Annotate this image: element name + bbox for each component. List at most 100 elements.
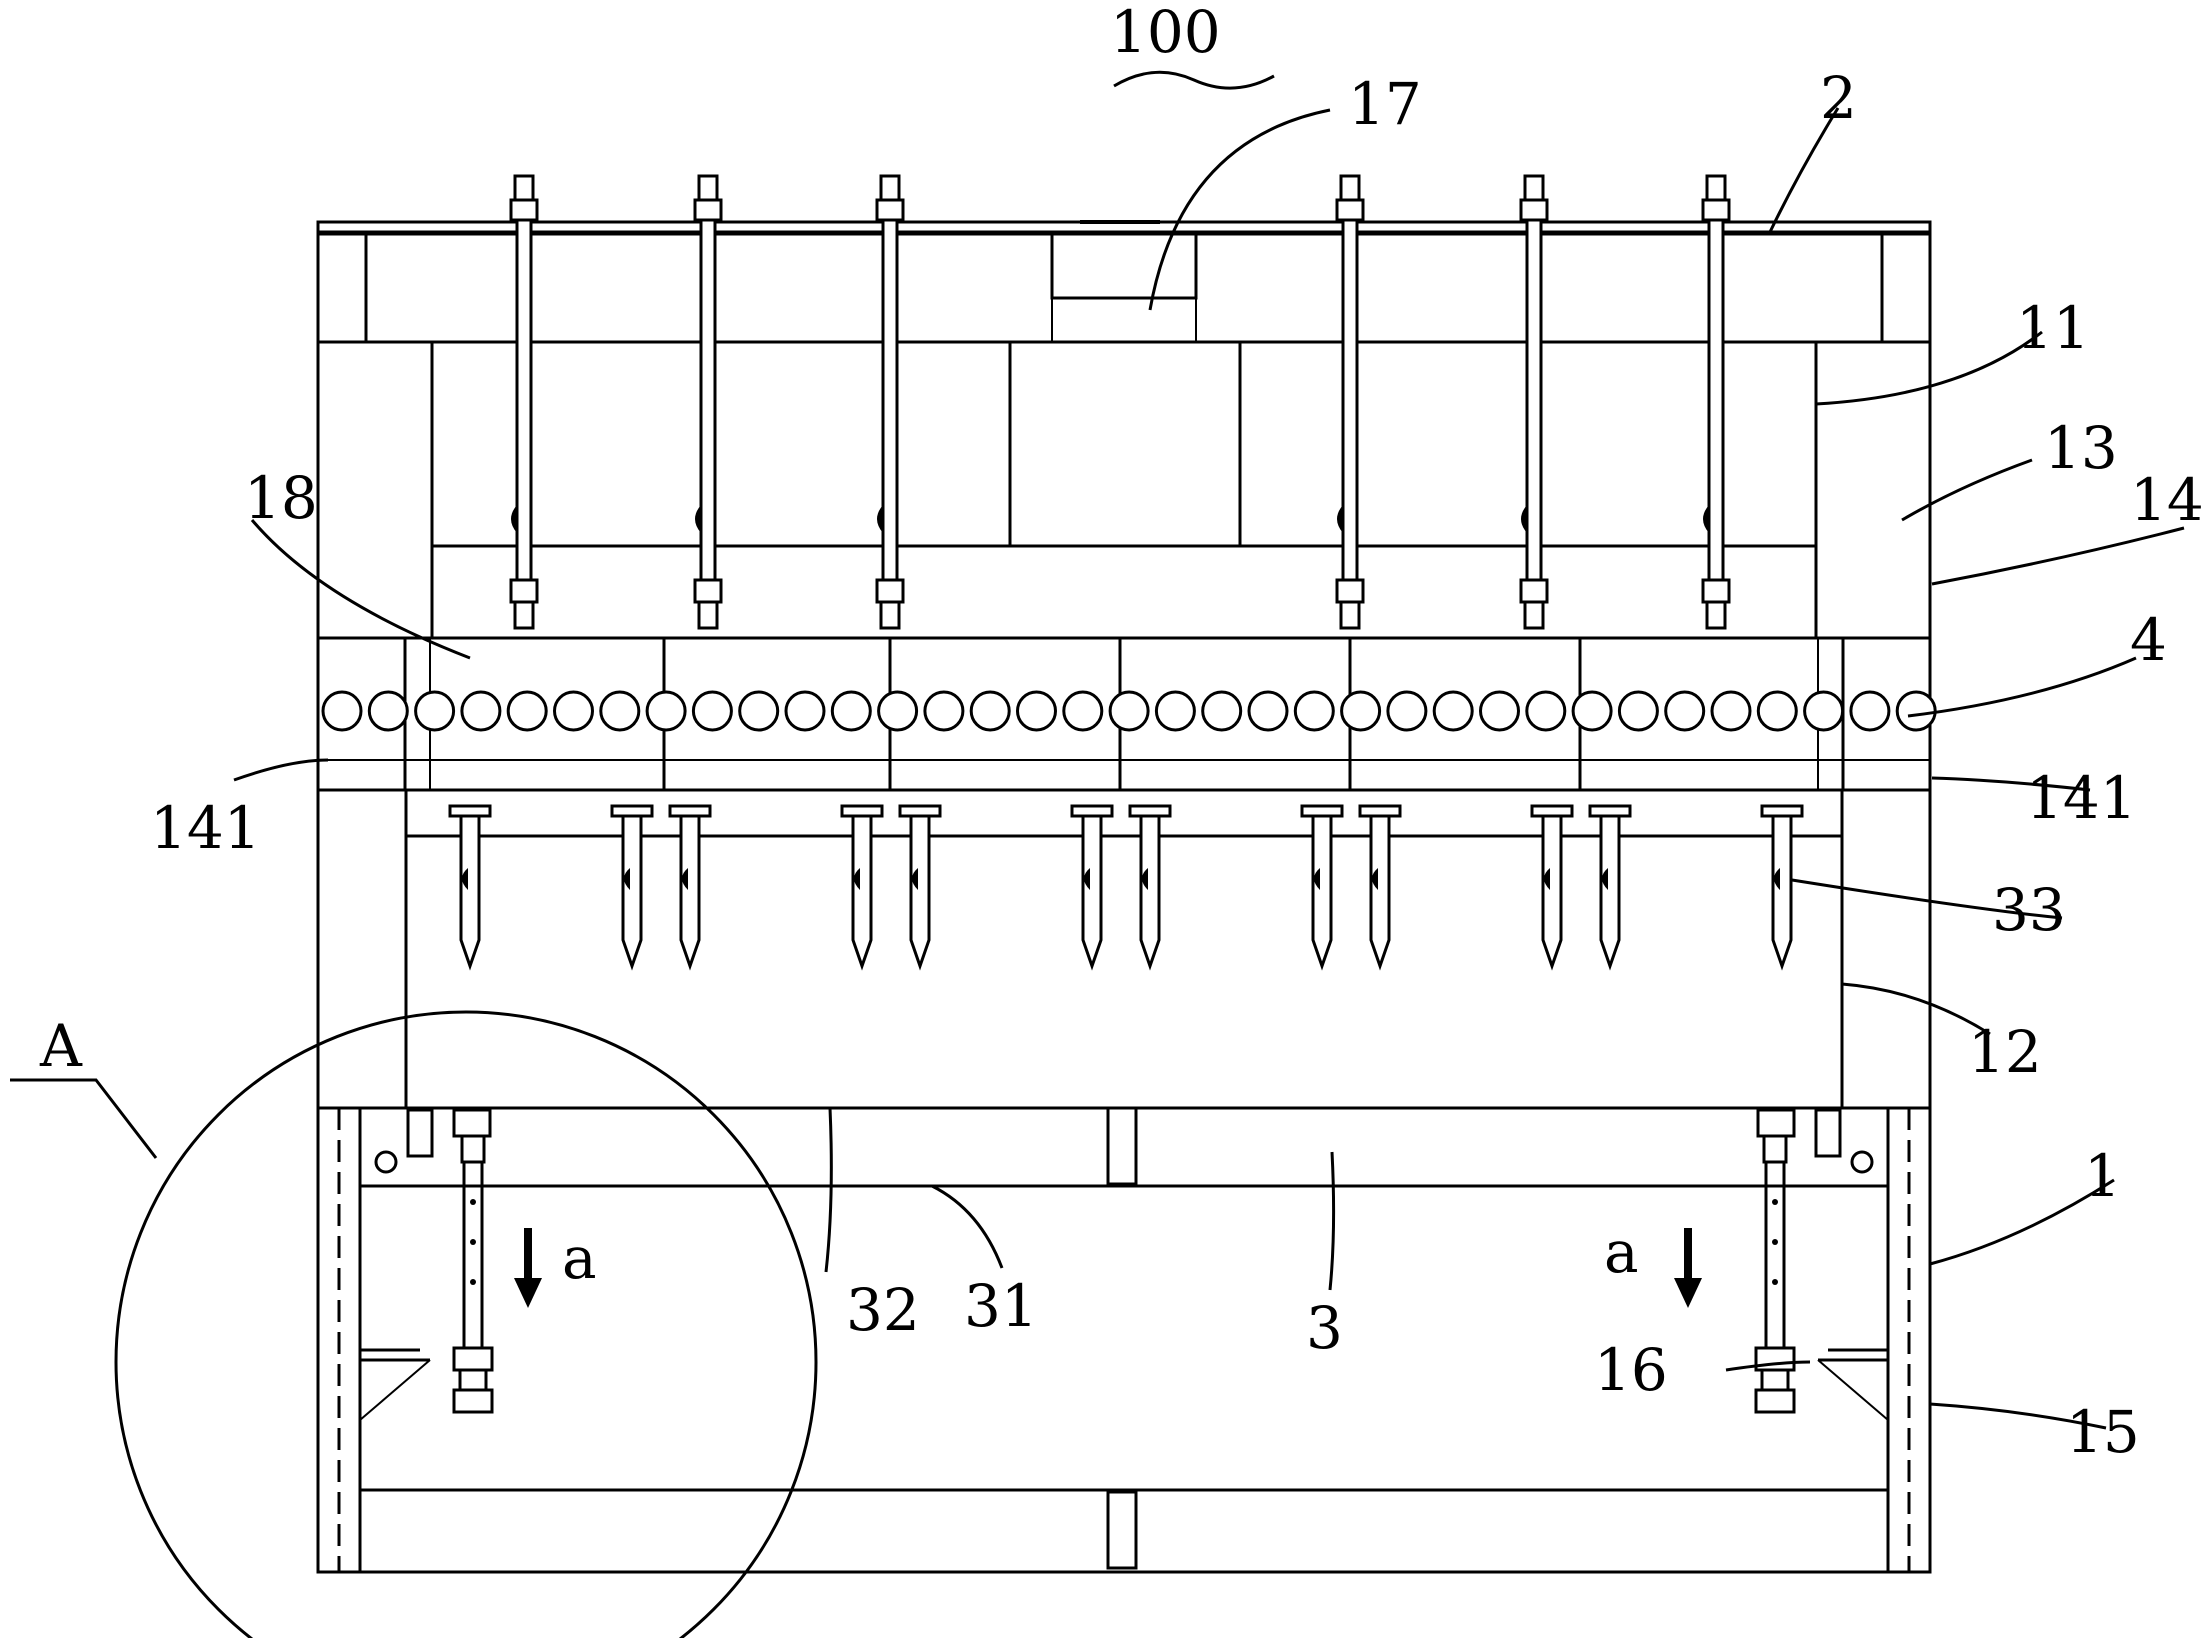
label-141-left: 141 — [150, 794, 261, 862]
label-14: 14 — [2130, 466, 2204, 534]
heating-rod — [1519, 174, 1549, 630]
roller — [1247, 690, 1289, 732]
roller — [1108, 690, 1150, 732]
hanging-pin — [1358, 804, 1402, 971]
roller — [1340, 690, 1382, 732]
roller — [1201, 690, 1243, 732]
roller — [1525, 690, 1567, 732]
hanging-pin — [1300, 804, 1344, 971]
hanging-pin — [448, 804, 492, 971]
roller — [1293, 690, 1335, 732]
roller — [553, 690, 594, 732]
detail-circle-A — [114, 1010, 818, 1638]
arrow-right — [1674, 1228, 1702, 1308]
hanging-pin — [898, 804, 942, 971]
arrow-left — [514, 1228, 542, 1308]
hanging-pin — [1128, 804, 1172, 971]
side-block-left — [316, 340, 434, 640]
rollers — [321, 690, 1937, 732]
upper-insulation — [430, 340, 1818, 548]
lower-body — [316, 788, 1932, 1110]
roller — [877, 690, 919, 732]
roller — [506, 690, 548, 732]
roller — [1479, 690, 1520, 732]
label-16: 16 — [1594, 1336, 1668, 1404]
label-4: 4 — [2130, 606, 2167, 674]
label-141-right: 141 — [2026, 764, 2137, 832]
label-a-right: a — [1604, 1218, 1639, 1286]
label-assembly: 100 — [1110, 0, 1221, 66]
upper-rods — [509, 174, 1731, 630]
hanging-pin — [840, 804, 884, 971]
heating-rod — [875, 174, 905, 630]
roller — [830, 690, 872, 732]
roller — [923, 690, 965, 732]
label-31: 31 — [964, 1272, 1038, 1340]
jack-right — [1754, 1108, 1874, 1414]
callout-labels: 100 17 2 11 13 14 18 4 141 141 33 12 A 1… — [39, 0, 2204, 1466]
roller — [1710, 690, 1752, 732]
roller-zone — [316, 636, 1937, 792]
label-11: 11 — [2016, 294, 2090, 362]
label-17: 17 — [1348, 70, 1422, 138]
label-13: 13 — [2044, 414, 2118, 482]
label-32: 32 — [846, 1276, 920, 1344]
roller — [1756, 690, 1798, 732]
roller — [599, 690, 641, 732]
roller — [969, 690, 1011, 732]
base-frame — [316, 1106, 1932, 1574]
roller — [1016, 690, 1057, 732]
roller — [1803, 690, 1845, 732]
roller — [460, 690, 502, 732]
label-12: 12 — [1968, 1018, 2042, 1086]
hanging-pin — [1760, 804, 1804, 971]
label-a-left: a — [562, 1224, 597, 1292]
roller — [1664, 690, 1706, 732]
roller — [1895, 690, 1937, 732]
heating-rod — [1335, 174, 1365, 630]
heating-rod — [1701, 174, 1731, 630]
roller — [367, 690, 409, 732]
label-18: 18 — [244, 464, 318, 532]
roller — [414, 690, 456, 732]
lower-pins — [448, 804, 1804, 971]
roller — [738, 690, 780, 732]
label-15: 15 — [2066, 1398, 2140, 1466]
roller — [691, 690, 733, 732]
label-1: 1 — [2084, 1142, 2121, 1210]
hearth-plate — [404, 788, 1844, 838]
roller — [1617, 690, 1659, 732]
label-A: A — [39, 1012, 83, 1080]
heating-rod — [693, 174, 723, 630]
heating-rod — [509, 174, 539, 630]
jack-left — [374, 1108, 494, 1414]
roller — [321, 690, 363, 732]
lower-side-right — [1840, 788, 1932, 1110]
hanging-pin — [668, 804, 712, 971]
roller — [1062, 690, 1104, 732]
roller — [1432, 690, 1474, 732]
hanging-pin — [1588, 804, 1632, 971]
upper-body — [316, 297, 1932, 640]
side-block-right — [1814, 340, 1932, 640]
lower-insulation — [404, 788, 1844, 1110]
roller — [645, 690, 687, 732]
label-3: 3 — [1306, 1294, 1343, 1362]
lower-side-left — [316, 788, 408, 1110]
hanging-pin — [1070, 804, 1114, 971]
roller — [1154, 690, 1196, 732]
hanging-pin — [1530, 804, 1574, 971]
label-33: 33 — [1992, 876, 2066, 944]
roller — [784, 690, 826, 732]
hanging-pin — [610, 804, 654, 971]
top-lid — [316, 220, 1932, 344]
center-column — [1008, 340, 1242, 548]
roller — [1386, 690, 1428, 732]
roller — [1571, 690, 1613, 732]
roller — [1849, 690, 1891, 732]
label-2: 2 — [1820, 64, 1857, 132]
leader-lines — [233, 70, 2185, 1430]
leader-A — [10, 1078, 158, 1159]
